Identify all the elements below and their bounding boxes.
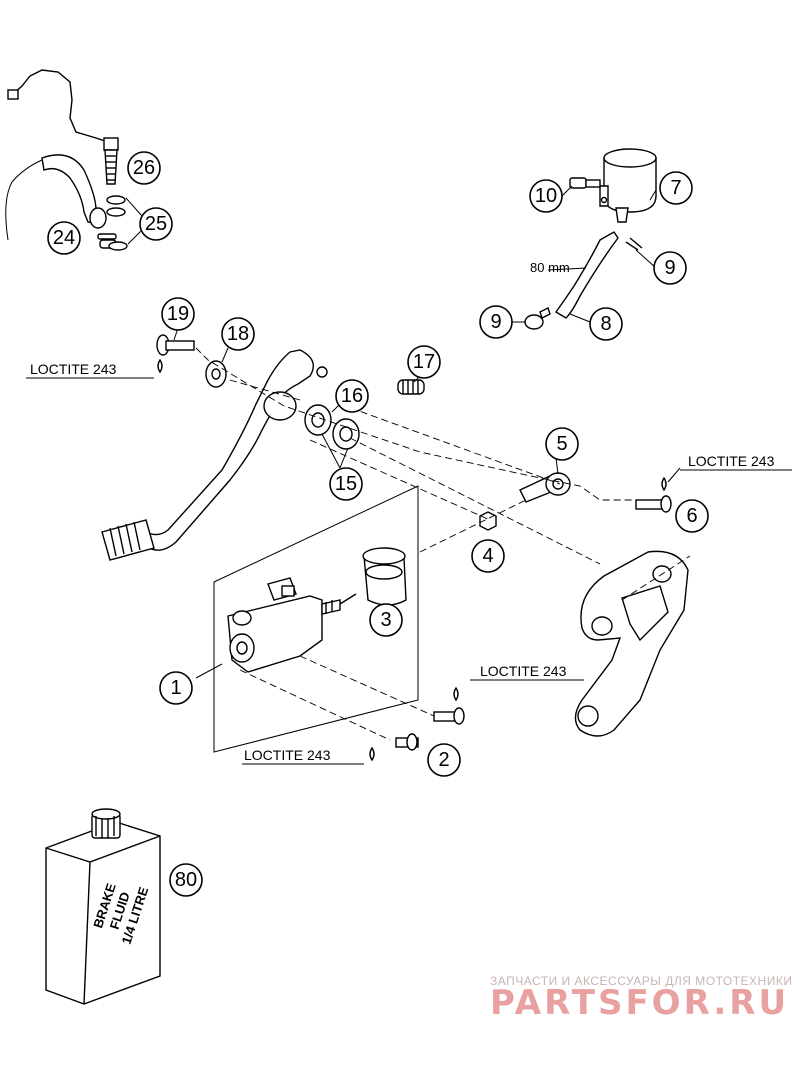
washer xyxy=(205,360,227,388)
brake-line xyxy=(5,159,43,241)
svg-text:6: 6 xyxy=(686,505,697,527)
loctite-label-2: LOCTITE 243 xyxy=(688,453,775,469)
callout-10: 10 xyxy=(529,179,563,213)
brake-fluid-reservoir xyxy=(599,148,657,223)
watermark-tagline: ЗАПЧАСТИ И АКСЕССУАРЫ ДЛЯ МОТОТЕХНИКИ xyxy=(490,974,792,988)
svg-text:24: 24 xyxy=(53,227,75,249)
svg-text:25: 25 xyxy=(145,213,167,235)
svg-text:26: 26 xyxy=(133,157,155,179)
svg-text:16: 16 xyxy=(341,385,363,407)
svg-text:2: 2 xyxy=(438,749,449,771)
watermark-brand: PARTSFOR.RU xyxy=(490,983,789,1023)
svg-text:19: 19 xyxy=(167,303,189,325)
callout-9-upper: 9 xyxy=(653,251,687,285)
callout-16: 16 xyxy=(335,379,369,413)
loctite-label-3: LOCTITE 243 xyxy=(480,663,567,679)
reservoir-hose xyxy=(554,231,619,319)
svg-text:8: 8 xyxy=(600,313,611,335)
reservoir-screw xyxy=(569,177,601,189)
mounting-bolt-lower xyxy=(395,733,419,751)
callout-80: 80 xyxy=(169,863,203,897)
svg-text:5: 5 xyxy=(556,433,567,455)
brake-master-cylinder xyxy=(227,577,357,673)
svg-text:80: 80 xyxy=(175,869,197,891)
callout-8: 8 xyxy=(589,307,623,341)
loctite-label-lines xyxy=(26,377,792,765)
svg-text:9: 9 xyxy=(664,257,675,279)
bearing-lower xyxy=(332,418,360,450)
svg-text:18: 18 xyxy=(227,323,249,345)
callout-15: 15 xyxy=(329,467,363,501)
callout-19: 19 xyxy=(161,297,195,331)
brake-hose-banjo xyxy=(41,154,117,249)
brake-fluid-can xyxy=(45,808,161,1005)
svg-text:17: 17 xyxy=(413,351,435,373)
loctite-label-1: LOCTITE 243 xyxy=(30,361,117,377)
rubber-boot xyxy=(362,547,407,606)
hose-length-label: 80 mm xyxy=(530,260,570,275)
hose-clamp-lower xyxy=(524,307,551,330)
svg-text:4: 4 xyxy=(482,545,493,567)
callout-7: 7 xyxy=(659,171,693,205)
loctite-drop-2 xyxy=(661,476,667,492)
callout-9-lower: 9 xyxy=(479,305,513,339)
callout-17: 17 xyxy=(407,345,441,379)
callout-3: 3 xyxy=(369,603,403,637)
brake-pedal xyxy=(101,349,328,561)
loctite-drop-4 xyxy=(369,746,375,762)
assembly-lines xyxy=(195,347,691,741)
pedal-bolt xyxy=(156,334,195,356)
callout-4: 4 xyxy=(471,539,505,573)
svg-text:15: 15 xyxy=(335,473,357,495)
callout-1: 1 xyxy=(159,671,193,705)
bearing-upper xyxy=(304,404,332,436)
callout-24: 24 xyxy=(47,221,81,255)
callout-26: 26 xyxy=(127,151,161,185)
sealing-rings xyxy=(106,195,128,251)
callout-2: 2 xyxy=(427,743,461,777)
svg-text:7: 7 xyxy=(670,177,681,199)
mounting-bolt-upper xyxy=(433,707,465,725)
master-cylinder-group-box xyxy=(213,485,419,753)
eye-bolt xyxy=(635,495,672,513)
svg-text:10: 10 xyxy=(535,185,557,207)
pushrod-eye xyxy=(519,472,571,503)
svg-text:9: 9 xyxy=(490,311,501,333)
loctite-drop-1 xyxy=(157,358,163,374)
hose-clamp-upper xyxy=(625,237,643,251)
callout-25: 25 xyxy=(139,207,173,241)
brake-light-switch-assembly xyxy=(7,69,119,185)
callout-18: 18 xyxy=(221,317,255,351)
callout-5: 5 xyxy=(545,427,579,461)
return-spring xyxy=(397,379,425,395)
svg-text:3: 3 xyxy=(380,609,391,631)
svg-text:1: 1 xyxy=(170,677,181,699)
pedal-bracket xyxy=(574,550,689,737)
loctite-label-4: LOCTITE 243 xyxy=(244,747,331,763)
callout-6: 6 xyxy=(675,499,709,533)
loctite-drop-3 xyxy=(453,686,459,702)
